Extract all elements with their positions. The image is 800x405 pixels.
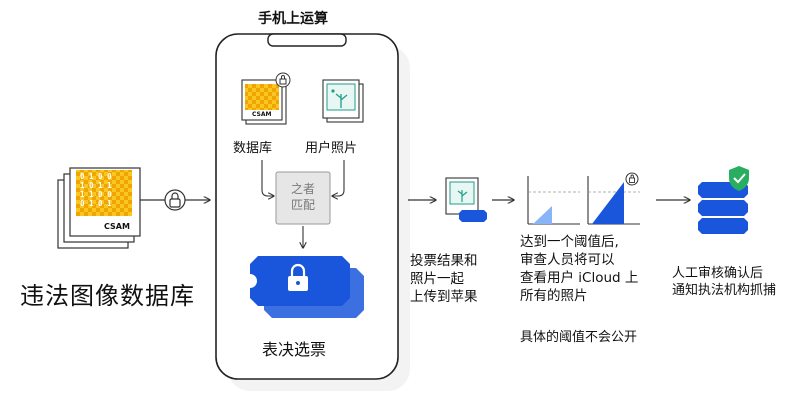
threshold-chart-before (527, 176, 580, 225)
user-photo-label: 用户照片 (305, 141, 358, 156)
match-text: 之者 匹配 (280, 181, 326, 213)
csam-database-title: 违法图像数据库 (20, 282, 195, 310)
match-line: 之者 (290, 182, 315, 196)
csam-bit-row: 1 1 0 0 (80, 190, 112, 199)
user-photo-icon (322, 79, 364, 123)
phone-csam-db-icon (241, 72, 291, 125)
csam-bits: 0 1 0 0 1 0 1 1 1 1 0 0 0 1 0 1 (80, 172, 112, 208)
step-upload-line: 上传到苹果 (410, 289, 478, 305)
csam-bit-row: 0 1 0 1 (80, 199, 112, 208)
vote-label: 表决选票 (262, 340, 327, 359)
csam-badge: CSAM (104, 222, 130, 231)
encryption-lock-icon (140, 189, 210, 211)
csam-database-stack (57, 167, 141, 249)
step-review-line: 人工审核确认后 (672, 266, 764, 281)
match-line: 匹配 (290, 198, 315, 212)
threshold-note: 具体的阈值不会公开 (520, 330, 638, 345)
step-threshold-line: 达到一个阈值后, (520, 234, 619, 250)
step-threshold-line: 所有的照片 (520, 288, 588, 304)
csam-bit-row: 0 1 0 0 (80, 172, 112, 181)
step-threshold-line: 审查人员将可以 (520, 252, 615, 268)
csam-bit-row: 1 0 1 1 (80, 181, 112, 190)
step-review-text: 人工审核确认后 通知执法机构抓捕 (672, 265, 776, 299)
review-tickets-shield-icon (698, 166, 749, 234)
step-upload-text: 投票结果和 照片一起 上传到苹果 (410, 252, 478, 306)
step-threshold-text: 达到一个阈值后, 审查人员将可以 查看用户 iCloud 上 所有的照片 (520, 233, 638, 305)
step-review-line: 通知执法机构抓捕 (672, 283, 777, 298)
db-label: 数据库 (233, 141, 273, 156)
step-upload-line: 照片一起 (410, 271, 464, 287)
match-box (275, 171, 331, 225)
phone-csam-badge: CSAM (252, 111, 272, 118)
phone-title: 手机上运算 (258, 11, 328, 27)
step-upload-line: 投票结果和 (410, 253, 478, 269)
vote-ticket-icon (250, 256, 364, 318)
threshold-chart-after (587, 172, 640, 225)
step-threshold-line: 查看用户 iCloud 上 (520, 270, 639, 286)
upload-photo-ticket-icon (445, 177, 487, 222)
